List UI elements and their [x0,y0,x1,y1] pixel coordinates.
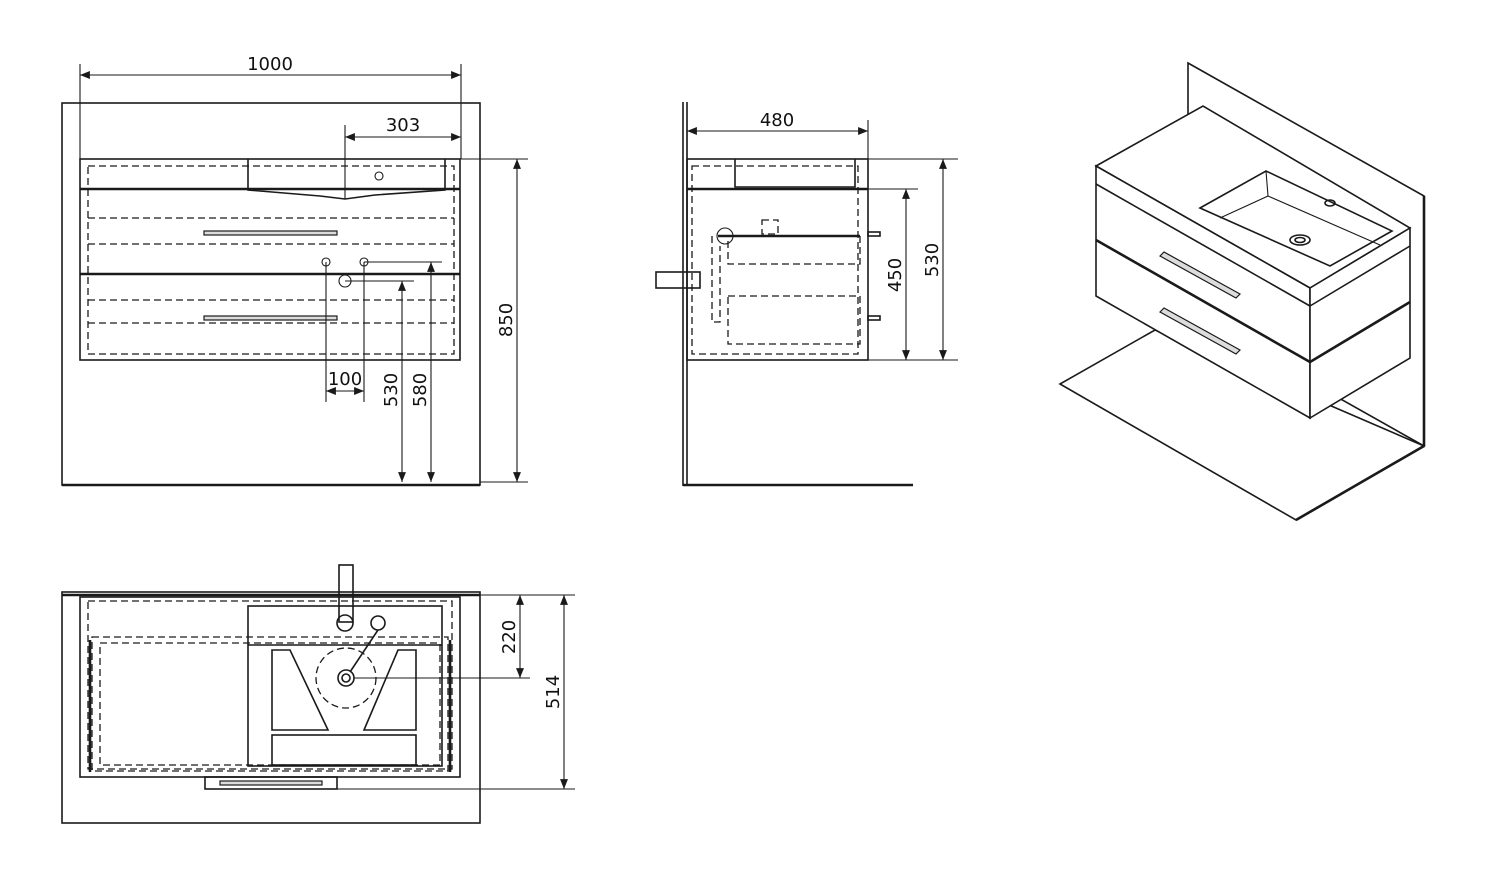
iso-handle-bottom [1159,307,1241,355]
basin-outline [247,159,446,200]
top-view: 220 514 [61,564,575,824]
cabinet-body [79,158,461,361]
isometric-view [1058,61,1426,522]
dim-total-depth: 514 [543,675,564,709]
iso-handle-top [1159,251,1241,299]
top-drawer-handle [204,776,338,790]
tap-left-icon [336,614,354,632]
iso-drain-icon [1289,234,1311,246]
drawer-handle-top [203,230,338,236]
top-cabinet [79,596,461,778]
dim-tap-spacing: 100 [328,369,362,390]
tap-hole-icon [374,171,384,181]
drawer-handle-bottom [203,315,338,321]
wall-outline [61,102,481,486]
side-basin [734,159,856,188]
side-cabinet [686,158,869,361]
dim-tap-height: 580 [410,373,431,407]
dim-waste-height: 530 [381,373,402,407]
front-view: 1000 303 850 100 530 580 [61,54,528,487]
side-view: 480 530 450 [655,102,958,487]
iso-tap-hole-icon [1324,199,1336,207]
dim-body-height: 450 [885,258,906,292]
wall-pipe [655,271,701,289]
top-wall-pipe [338,564,354,623]
hanger-bottom [867,315,881,321]
iso-right-face [1309,226,1411,420]
dim-depth: 480 [760,110,794,131]
dim-width: 1000 [247,54,293,75]
tap-right-icon [370,615,386,631]
dim-basin-width: 303 [386,115,420,136]
iso-basin [1198,170,1394,267]
hidden-carcass [87,165,455,355]
drain-icon [337,669,355,687]
dim-cabinet-height: 530 [922,243,943,277]
top-basin-outline [247,605,443,767]
dim-height: 850 [496,303,517,337]
siphon-icon [716,227,734,245]
dim-basin-depth: 220 [499,620,520,654]
hanger-top [867,231,881,237]
top-wall-outline [61,591,481,824]
